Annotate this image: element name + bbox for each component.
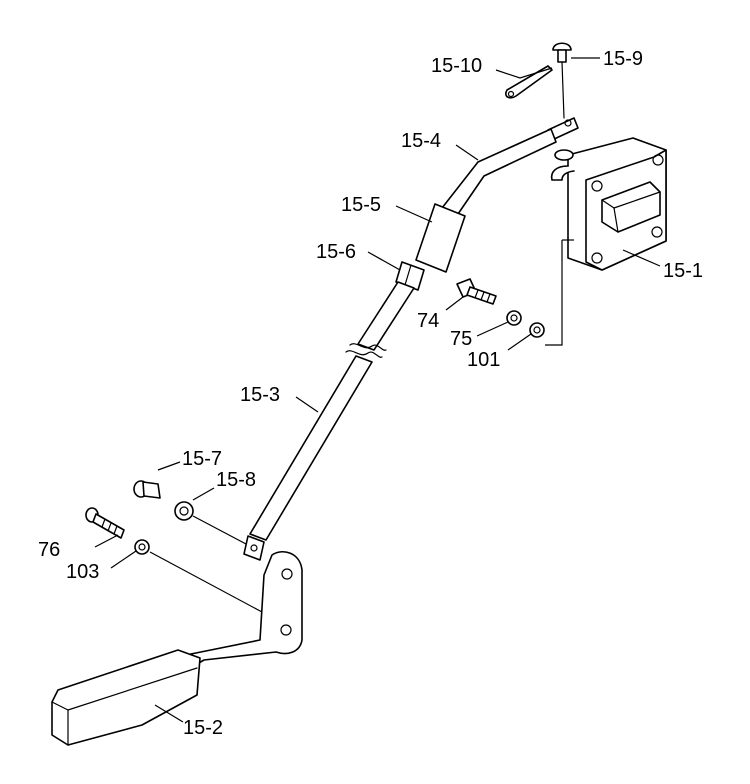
lock-nut [395, 261, 425, 291]
upper-rod [441, 117, 579, 215]
label-101: 101 [467, 349, 500, 371]
bolt-74 [456, 278, 497, 305]
label-15-2: 15-2 [183, 717, 223, 739]
label-75: 75 [450, 328, 472, 350]
label-76: 76 [38, 539, 60, 561]
label-15-4: 15-4 [401, 130, 441, 152]
washer-101 [529, 322, 545, 338]
label-15-3: 15-3 [240, 384, 280, 406]
bushing-15-7 [133, 480, 161, 499]
pedal [51, 551, 303, 746]
main-rod [243, 281, 415, 561]
mount-bracket [550, 137, 667, 271]
labels: 15-9 15-10 15-4 15-5 15-6 15-1 74 75 101… [38, 48, 703, 739]
label-103: 103 [66, 561, 99, 583]
clip [505, 65, 553, 99]
washer-103 [134, 539, 150, 555]
washer-15-8 [174, 501, 194, 521]
label-15-10: 15-10 [431, 55, 482, 77]
pin [552, 42, 572, 119]
label-74: 74 [417, 310, 439, 332]
label-15-1: 15-1 [663, 260, 703, 282]
bolt-76 [85, 507, 125, 539]
washer-75 [506, 310, 522, 326]
label-15-5: 15-5 [341, 194, 381, 216]
label-15-8: 15-8 [216, 469, 256, 491]
sleeve [415, 203, 466, 273]
label-15-6: 15-6 [316, 241, 356, 263]
link-hook [554, 149, 574, 161]
leader-lines [94, 57, 661, 723]
label-15-9: 15-9 [603, 48, 643, 70]
label-15-7: 15-7 [182, 448, 222, 470]
